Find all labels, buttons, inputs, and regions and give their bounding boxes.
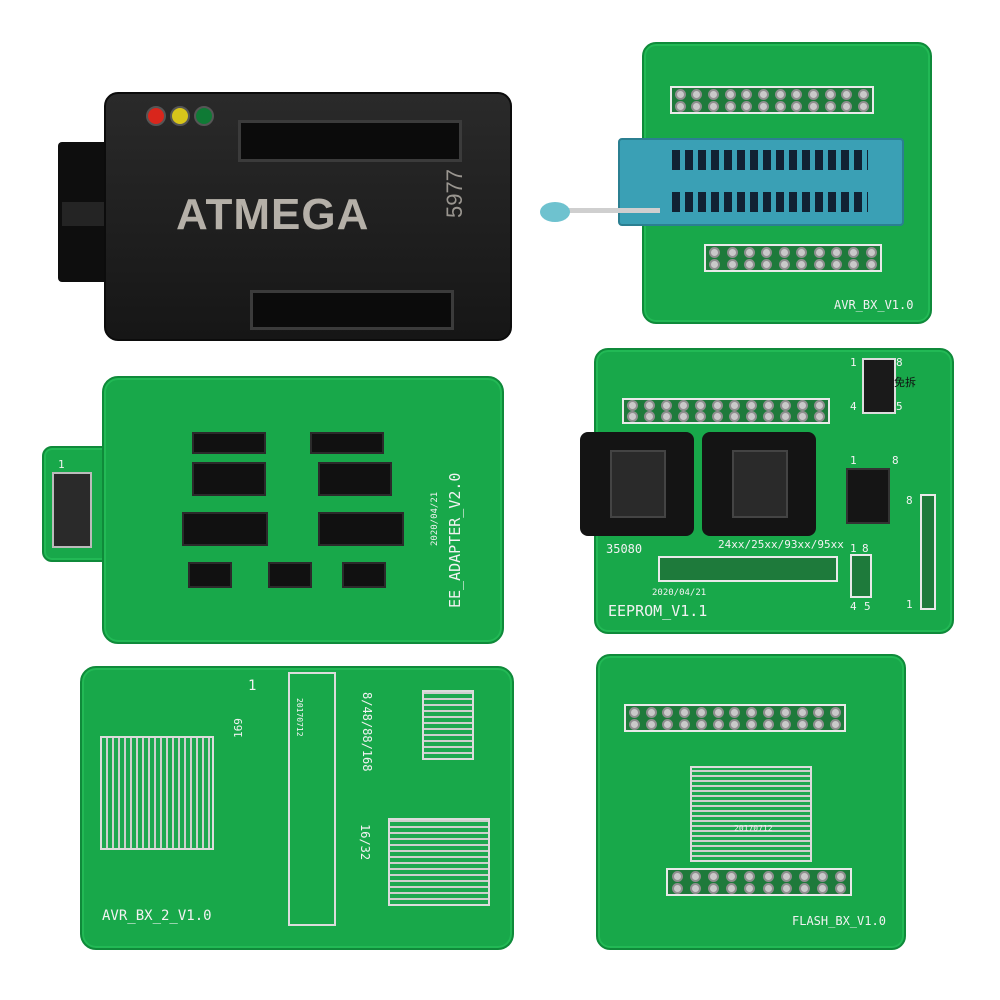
eeprom-hdr-4: 4 — [850, 400, 857, 413]
eeprom-side-1: 1 — [906, 598, 913, 611]
eeprom-small-5: 5 — [864, 600, 871, 613]
sot-footprint-1 — [188, 562, 232, 588]
led-green — [194, 106, 214, 126]
avr-bx-2-chip-c: 16/32 — [358, 824, 372, 861]
eeprom-cn-mark: 免拆 — [894, 376, 916, 389]
led-yellow — [170, 106, 190, 126]
avr-bx-2-pin1: 1 — [248, 678, 257, 694]
avr-bx-header-top — [670, 86, 874, 114]
soic-footprint-2 — [310, 432, 384, 454]
soic-footprint-3 — [192, 462, 266, 496]
header-socket-top — [238, 120, 462, 162]
flash-bx-label: FLASH_BX_V1.0 — [792, 914, 886, 928]
eeprom-part-a: 35080 — [606, 542, 643, 556]
zif-socket-slots-top — [672, 150, 868, 170]
zif-socket-slots-bottom — [672, 192, 868, 212]
soic-socket-left-window — [610, 450, 666, 518]
flash-bx-header-bottom — [666, 868, 852, 896]
eeprom-part-b: 24xx/25xx/93xx/95xx — [718, 538, 844, 551]
avr-bx-2-chip-b: 8/48/88/168 — [360, 692, 374, 772]
obd-connector-slot — [62, 202, 110, 226]
eeprom-small-header — [862, 358, 896, 414]
eeprom-date: 2020/04/21 — [652, 588, 707, 598]
header-socket-bottom — [250, 290, 454, 330]
atmega-adapter: ATMEGA 5977 — [58, 92, 512, 341]
eeprom-hdr-8: 8 — [896, 356, 903, 369]
ee-adapter-body — [102, 376, 504, 644]
avr-bx-2-chip-a: 169 — [232, 718, 245, 738]
flash-bx-code: 20170712 — [734, 824, 773, 833]
ee-adapter-date: 2020/04/21 — [430, 491, 440, 546]
eeprom-small-1: 1 — [850, 542, 857, 555]
flash-bx-tsop-footprint — [690, 766, 812, 862]
flash-bx-board: 20170712 FLASH_BX_V1.0 — [596, 654, 906, 950]
ee-adapter-board: 1 EE_ADAPTER_V2.0 2020/04/21 — [42, 376, 504, 644]
sot-footprint-2 — [268, 562, 312, 588]
soic-footprint-6 — [318, 512, 404, 546]
eeprom-small-4: 4 — [850, 600, 857, 613]
avr-bx-header-bottom — [704, 244, 882, 272]
eeprom-dip-socket — [846, 468, 890, 524]
eeprom-small-pin-header — [850, 554, 872, 598]
avr-bx-2-qfp-bottom — [388, 818, 490, 906]
avr-bx-2-label: AVR_BX_2_V1.0 — [102, 908, 212, 924]
led-red — [146, 106, 166, 126]
avr-bx-2-code: 20170712 — [295, 698, 304, 737]
eeprom-small-8: 8 — [862, 542, 869, 555]
soic-footprint-5 — [182, 512, 268, 546]
avr-bx-2-board: 1 169 20170712 8/48/88/168 16/32 AVR_BX_… — [80, 666, 514, 950]
soic-footprint-1 — [192, 432, 266, 454]
avr-bx-2-qfp-top — [422, 690, 474, 760]
soic-socket-right — [702, 432, 816, 536]
soic-socket-right-window — [732, 450, 788, 518]
eeprom-hdr-1: 1 — [850, 356, 857, 369]
flash-bx-header-top — [624, 704, 846, 732]
eeprom-hdr-5: 5 — [896, 400, 903, 413]
soic-footprint-4 — [318, 462, 392, 496]
sot-footprint-3 — [342, 562, 386, 588]
soic-socket-left — [580, 432, 694, 536]
eeprom-header-top — [622, 398, 830, 424]
eeprom-header-bottom — [658, 556, 838, 582]
avr-bx-label: AVR_BX_V1.0 — [834, 298, 914, 312]
eeprom-dip-8: 8 — [892, 454, 899, 467]
eeprom-label: EEPROM_V1.1 — [608, 602, 708, 620]
atmega-model: 5977 — [442, 169, 467, 218]
eeprom-dip-1: 1 — [850, 454, 857, 467]
ee-adapter-label: EE_ADAPTER_V2.0 — [446, 472, 464, 608]
avr-bx-2-dip-outline — [288, 672, 336, 926]
ee-adapter-pin1: 1 — [58, 458, 65, 471]
zif-socket — [618, 138, 904, 226]
zif-lever[interactable] — [560, 208, 660, 213]
eeprom-side-header — [920, 494, 936, 610]
eeprom-side-8: 8 — [906, 494, 913, 507]
zif-lever-knob[interactable] — [540, 202, 570, 222]
ee-adapter-pin-header — [52, 472, 92, 548]
atmega-label: ATMEGA — [176, 190, 370, 239]
avr-bx-2-qfp-large — [100, 736, 214, 850]
